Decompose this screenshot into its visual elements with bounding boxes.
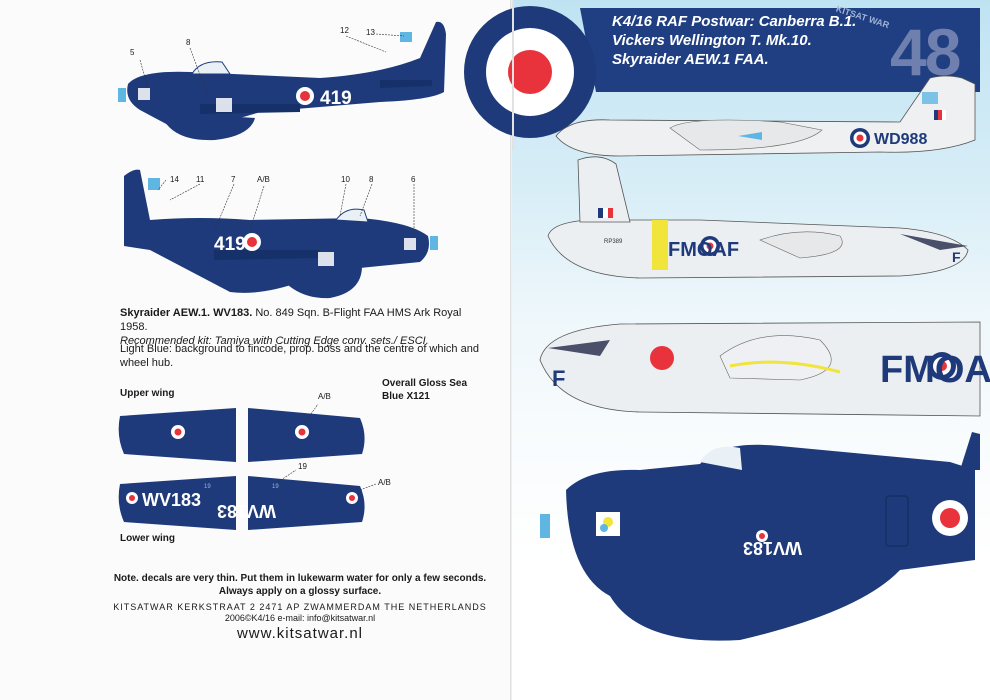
side-code-lower: 419 (214, 234, 246, 255)
skyraider-side-profile-lower: 419 (124, 169, 438, 299)
callout-8-upper: 8 (186, 38, 191, 47)
callout-10: 10 (341, 175, 350, 184)
callout-11: 11 (196, 175, 205, 184)
decal-warning-2: Always apply on a glossy surface. (218, 586, 382, 597)
callout-ab-lower-wing: A/B (378, 478, 391, 487)
lower-wing-label: Lower wing (120, 533, 175, 544)
sheet-footer: Note. decals are very thin. Put them in … (90, 572, 510, 642)
caption-unit: No. 849 Sqn. B-Flight FAA HMS Ark Royal … (120, 307, 462, 333)
wellington-nose-letter: F (952, 249, 961, 265)
wellington-code-large: FMOA (880, 349, 990, 391)
decal-warning-1: Note. decals are very thin. Put them in … (113, 573, 487, 584)
skyraider-large-serial: WV183 (743, 538, 802, 558)
title-line-2: Vickers Wellington T. Mk.10. (612, 32, 812, 49)
callout-14: 14 (170, 175, 179, 184)
title-line-3: Skyraider AEW.1 FAA. (612, 51, 769, 68)
side-code-upper: 419 (320, 88, 352, 109)
wellington-code: FMOAF (668, 239, 739, 261)
company-address: KITSATWAR KERKSTRAAT 2 2471 AP ZWAMMERDA… (113, 602, 487, 612)
overall-color-label-1: Overall Gloss Sea (382, 378, 468, 389)
wellington-serial: RP389 (604, 239, 623, 245)
header-band (580, 8, 980, 92)
title-line-1: K4/16 RAF Postwar: Canberra B.1. (612, 13, 857, 30)
canberra-serial: WD988 (874, 131, 927, 148)
copyright-email: 2006©K4/16 e-mail: info@kitsatwar.nl (224, 613, 376, 623)
sheet-title: K4/16 RAF Postwar: Canberra B.1. Vickers… (612, 12, 856, 69)
callout-19: 19 (298, 462, 307, 471)
skyraider-side-profile-upper: 419 (118, 21, 446, 141)
light-blue-note: Light Blue: background to fincode, prop.… (120, 343, 479, 369)
callout-ab-side: A/B (257, 175, 270, 184)
wing-small-19-right: 19 (272, 484, 279, 490)
overall-color-label-2: Blue X121 (382, 391, 430, 402)
wellington-closeup-letter: F (552, 366, 565, 391)
aircraft-caption: Skyraider AEW.1. WV183. No. 849 Sqn. B-F… (120, 306, 480, 348)
wing-serial-left: WV183 (142, 490, 201, 510)
wing-plan-views: WV183 WV183 19 19 (118, 403, 377, 530)
callout-5: 5 (130, 48, 135, 57)
callout-8-lower: 8 (369, 175, 374, 184)
upper-wing-label: Upper wing (120, 388, 175, 399)
callout-ab-upper-wing: A/B (318, 392, 331, 401)
callout-6: 6 (411, 175, 416, 184)
caption-kit: Recommended kit: Tamiya with Cutting Edg… (120, 335, 429, 347)
left-page: 419 419 (90, 21, 510, 642)
caption-title: Skyraider AEW.1. WV183. (120, 307, 253, 319)
callout-13: 13 (366, 28, 375, 37)
website-link[interactable]: www.kitsatwar.nl (236, 625, 364, 642)
callout-12: 12 (340, 26, 349, 35)
wing-serial-right: WV183 (217, 501, 276, 521)
callout-7: 7 (231, 175, 236, 184)
wing-small-19-left: 19 (204, 484, 211, 490)
